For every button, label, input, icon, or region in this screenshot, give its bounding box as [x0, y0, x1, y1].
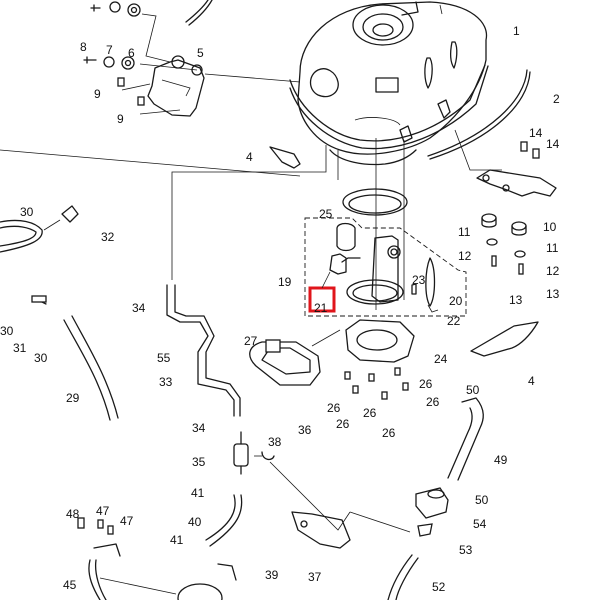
callout-part-35: 35	[192, 455, 206, 469]
callout-part-30: 30	[0, 324, 14, 338]
callout-part-39: 39	[265, 568, 279, 582]
callout-part-38: 38	[268, 435, 282, 449]
rubber-mounts	[481, 141, 540, 275]
mount-bracket	[147, 55, 205, 117]
grommets-row-top	[90, 1, 141, 17]
heat-shield-right	[470, 321, 539, 357]
drain-bracket	[77, 517, 121, 600]
callout-part-23: 23	[412, 273, 426, 287]
callout-part-20: 20	[449, 294, 463, 308]
callout-part-11: 11	[458, 225, 471, 239]
callout-part-19: 19	[278, 275, 292, 289]
callout-part-40: 40	[188, 515, 202, 529]
callout-part-36: 36	[298, 423, 312, 437]
callout-part-47: 47	[120, 514, 134, 528]
callout-part-21: 21	[314, 301, 328, 315]
callout-part-14: 14	[546, 137, 560, 151]
callout-part-9: 9	[94, 87, 101, 101]
rear-bracket	[476, 169, 557, 197]
callout-part-25: 25	[319, 207, 333, 221]
callout-part-11: 11	[546, 241, 559, 255]
pump-housing-bottom	[177, 563, 237, 600]
hose-bottom-right	[387, 554, 413, 600]
fuel-pump	[329, 222, 439, 313]
callout-part-30: 30	[20, 205, 34, 219]
callout-part-5: 5	[197, 46, 204, 60]
hose-40	[205, 494, 236, 541]
callout-part-22: 22	[447, 314, 461, 328]
trim-strip	[427, 69, 531, 160]
callout-part-7: 7	[106, 43, 113, 57]
callout-part-47: 47	[96, 504, 110, 518]
grommets-row-mid	[83, 56, 135, 70]
callout-part-10: 10	[543, 220, 557, 234]
callout-part-12: 12	[458, 249, 472, 263]
callout-part-4: 4	[528, 374, 535, 388]
callout-part-4: 4	[246, 150, 253, 164]
callout-part-41: 41	[191, 486, 205, 500]
callout-part-27: 27	[244, 334, 258, 348]
tank-ring	[342, 188, 408, 216]
callout-part-2: 2	[553, 92, 560, 106]
callout-part-54: 54	[473, 517, 487, 531]
callout-part-8: 8	[80, 40, 87, 54]
vent-hose-top	[185, 0, 209, 23]
callout-part-26: 26	[426, 395, 440, 409]
fuel-hose-27	[249, 339, 321, 386]
heat-shield-left	[269, 146, 301, 169]
callout-part-48: 48	[66, 507, 80, 521]
callout-part-26: 26	[327, 401, 341, 415]
vent-hose-left	[0, 205, 119, 421]
callout-part-32: 32	[101, 230, 115, 244]
callout-part-49: 49	[494, 453, 508, 467]
callout-part-33: 33	[159, 375, 173, 389]
callout-part-12: 12	[546, 264, 560, 278]
callout-part-31: 31	[13, 341, 27, 355]
rollover-valve	[415, 487, 449, 519]
callout-part-41: 41	[170, 533, 184, 547]
callout-part-1: 1	[513, 24, 520, 38]
callout-part-37: 37	[308, 570, 322, 584]
fuel-hose-33	[166, 284, 241, 417]
callout-part-14: 14	[529, 126, 543, 140]
callout-part-34: 34	[132, 301, 146, 315]
callout-part-29: 29	[66, 391, 80, 405]
callout-part-34: 34	[192, 421, 206, 435]
callout-part-52: 52	[432, 580, 446, 594]
callout-part-53: 53	[459, 543, 473, 557]
clamp-38	[261, 451, 275, 461]
callout-part-26: 26	[382, 426, 396, 440]
callout-part-26: 26	[336, 417, 350, 431]
callout-part-13: 13	[546, 287, 560, 301]
callout-part-13: 13	[509, 293, 523, 307]
fuel-pump-assembly-group	[304, 217, 467, 317]
vent-hose-49	[447, 397, 484, 481]
callout-part-45: 45	[63, 578, 77, 592]
callout-part-6: 6	[128, 46, 135, 60]
callout-part-30: 30	[34, 351, 48, 365]
callout-part-50: 50	[466, 383, 480, 397]
callout-part-26: 26	[419, 377, 433, 391]
bracket-37	[291, 511, 351, 549]
fuel-filter	[233, 431, 249, 475]
callout-part-55: 55	[157, 351, 171, 365]
callout-part-9: 9	[117, 112, 124, 126]
fuel-tank	[289, 1, 489, 166]
bolts-26	[344, 367, 409, 400]
callout-part-26: 26	[363, 406, 377, 420]
pump-flange	[345, 319, 415, 363]
callout-part-24: 24	[434, 352, 448, 366]
check-valve	[417, 523, 433, 537]
callout-part-50: 50	[475, 493, 489, 507]
